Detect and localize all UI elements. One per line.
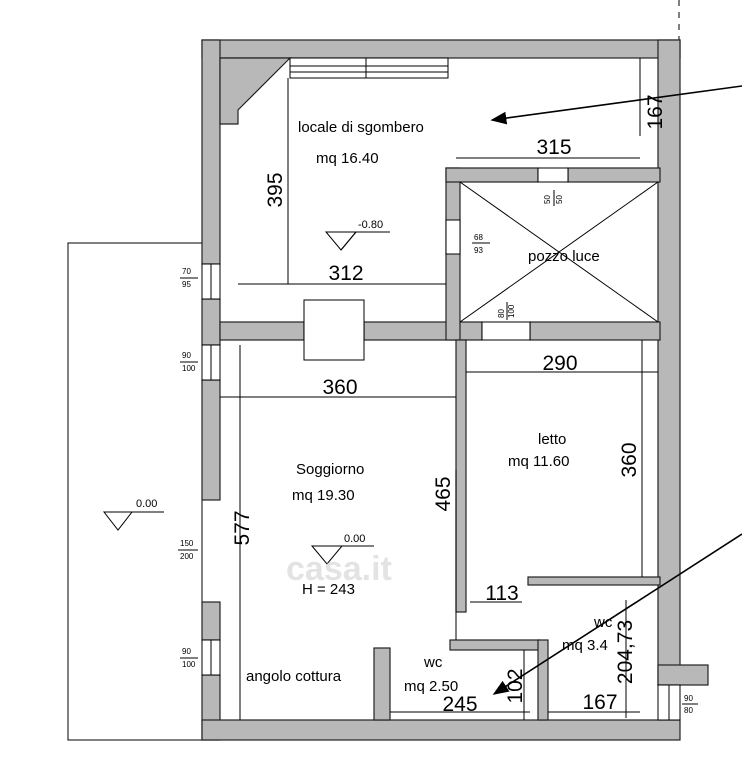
dim-167-top: 167 (644, 94, 667, 129)
dim-360-living: 360 (322, 376, 357, 399)
svg-text:50: 50 (555, 195, 564, 204)
dim-315: 315 (536, 136, 571, 159)
dim-395: 395 (264, 172, 287, 207)
svg-text:200: 200 (180, 552, 194, 561)
svg-text:80: 80 (684, 706, 693, 715)
svg-text:50: 50 (543, 195, 552, 204)
dim-577: 577 (231, 510, 254, 545)
opening-label-150-200: 150 200 (178, 539, 198, 561)
top-windows (289, 57, 449, 79)
arrow-top (490, 85, 742, 125)
dim-360-letto: 360 (618, 442, 641, 477)
dim-245: 245 (442, 693, 477, 716)
dim-113: 113 (485, 582, 518, 605)
svg-text:70: 70 (182, 267, 191, 276)
pozzo-luce-cross (459, 181, 659, 323)
svg-text:90: 90 (182, 351, 191, 360)
room-label-wc-small: wc (423, 654, 443, 671)
svg-text:0.00: 0.00 (136, 498, 157, 510)
outer-walls (201, 39, 709, 741)
room-area-soggiorno: mq 19.30 (292, 487, 355, 504)
svg-text:68: 68 (474, 233, 483, 242)
svg-text:93: 93 (474, 246, 483, 255)
svg-text:150: 150 (180, 539, 194, 548)
dim-167-bottom: 167 (582, 691, 617, 714)
svg-text:95: 95 (182, 280, 191, 289)
svg-text:0.00: 0.00 (344, 533, 365, 545)
openings (201, 167, 681, 721)
dim-465: 465 (432, 476, 455, 511)
room-label-soggiorno: Soggiorno (296, 461, 364, 478)
room-label-letto: letto (538, 431, 566, 448)
svg-text:-0.80: -0.80 (358, 219, 383, 231)
room-area-wc-small: mq 2.50 (404, 678, 458, 695)
dim-204-73: 204,73 (614, 620, 637, 684)
level-marker-soggiorno: 0.00 (310, 533, 374, 565)
dim-290: 290 (542, 352, 577, 375)
opening-label-50-50: 50 50 (543, 190, 564, 206)
svg-text:100: 100 (507, 304, 516, 318)
dimension-lines (220, 58, 658, 720)
watermark: casa.it (286, 550, 392, 588)
svg-text:100: 100 (182, 660, 196, 669)
opening-label-90-100-a: 90 100 (180, 351, 198, 373)
room-area-wc-right: mq 3.4 (562, 637, 608, 654)
svg-text:90: 90 (684, 694, 693, 703)
level-marker-sgombero: -0.80 (324, 219, 390, 251)
room-area-letto: mq 11.60 (508, 453, 569, 470)
room-area-sgombero: mq 16.40 (316, 150, 379, 167)
opening-label-90-80: 90 80 (682, 694, 698, 715)
room-label-sgombero: locale di sgombero (298, 119, 424, 136)
dim-312: 312 (328, 262, 363, 285)
room-label-pozzo: pozzo luce (528, 248, 600, 265)
opening-label-80-100: 80 100 (497, 302, 516, 320)
svg-text:80: 80 (497, 309, 506, 318)
opening-label-90-100-b: 90 100 (180, 647, 198, 669)
opening-label-70-95: 70 95 (180, 267, 198, 289)
passage-block (303, 299, 365, 361)
level-marker-terrace: 0.00 (102, 498, 164, 531)
opening-label-68-93: 68 93 (472, 233, 490, 255)
arrow-bottom (492, 533, 742, 695)
room-label-kitchen: angolo cottura (246, 668, 342, 685)
svg-text:100: 100 (182, 364, 196, 373)
svg-text:90: 90 (182, 647, 191, 656)
room-height-soggiorno: H = 243 (302, 581, 355, 598)
